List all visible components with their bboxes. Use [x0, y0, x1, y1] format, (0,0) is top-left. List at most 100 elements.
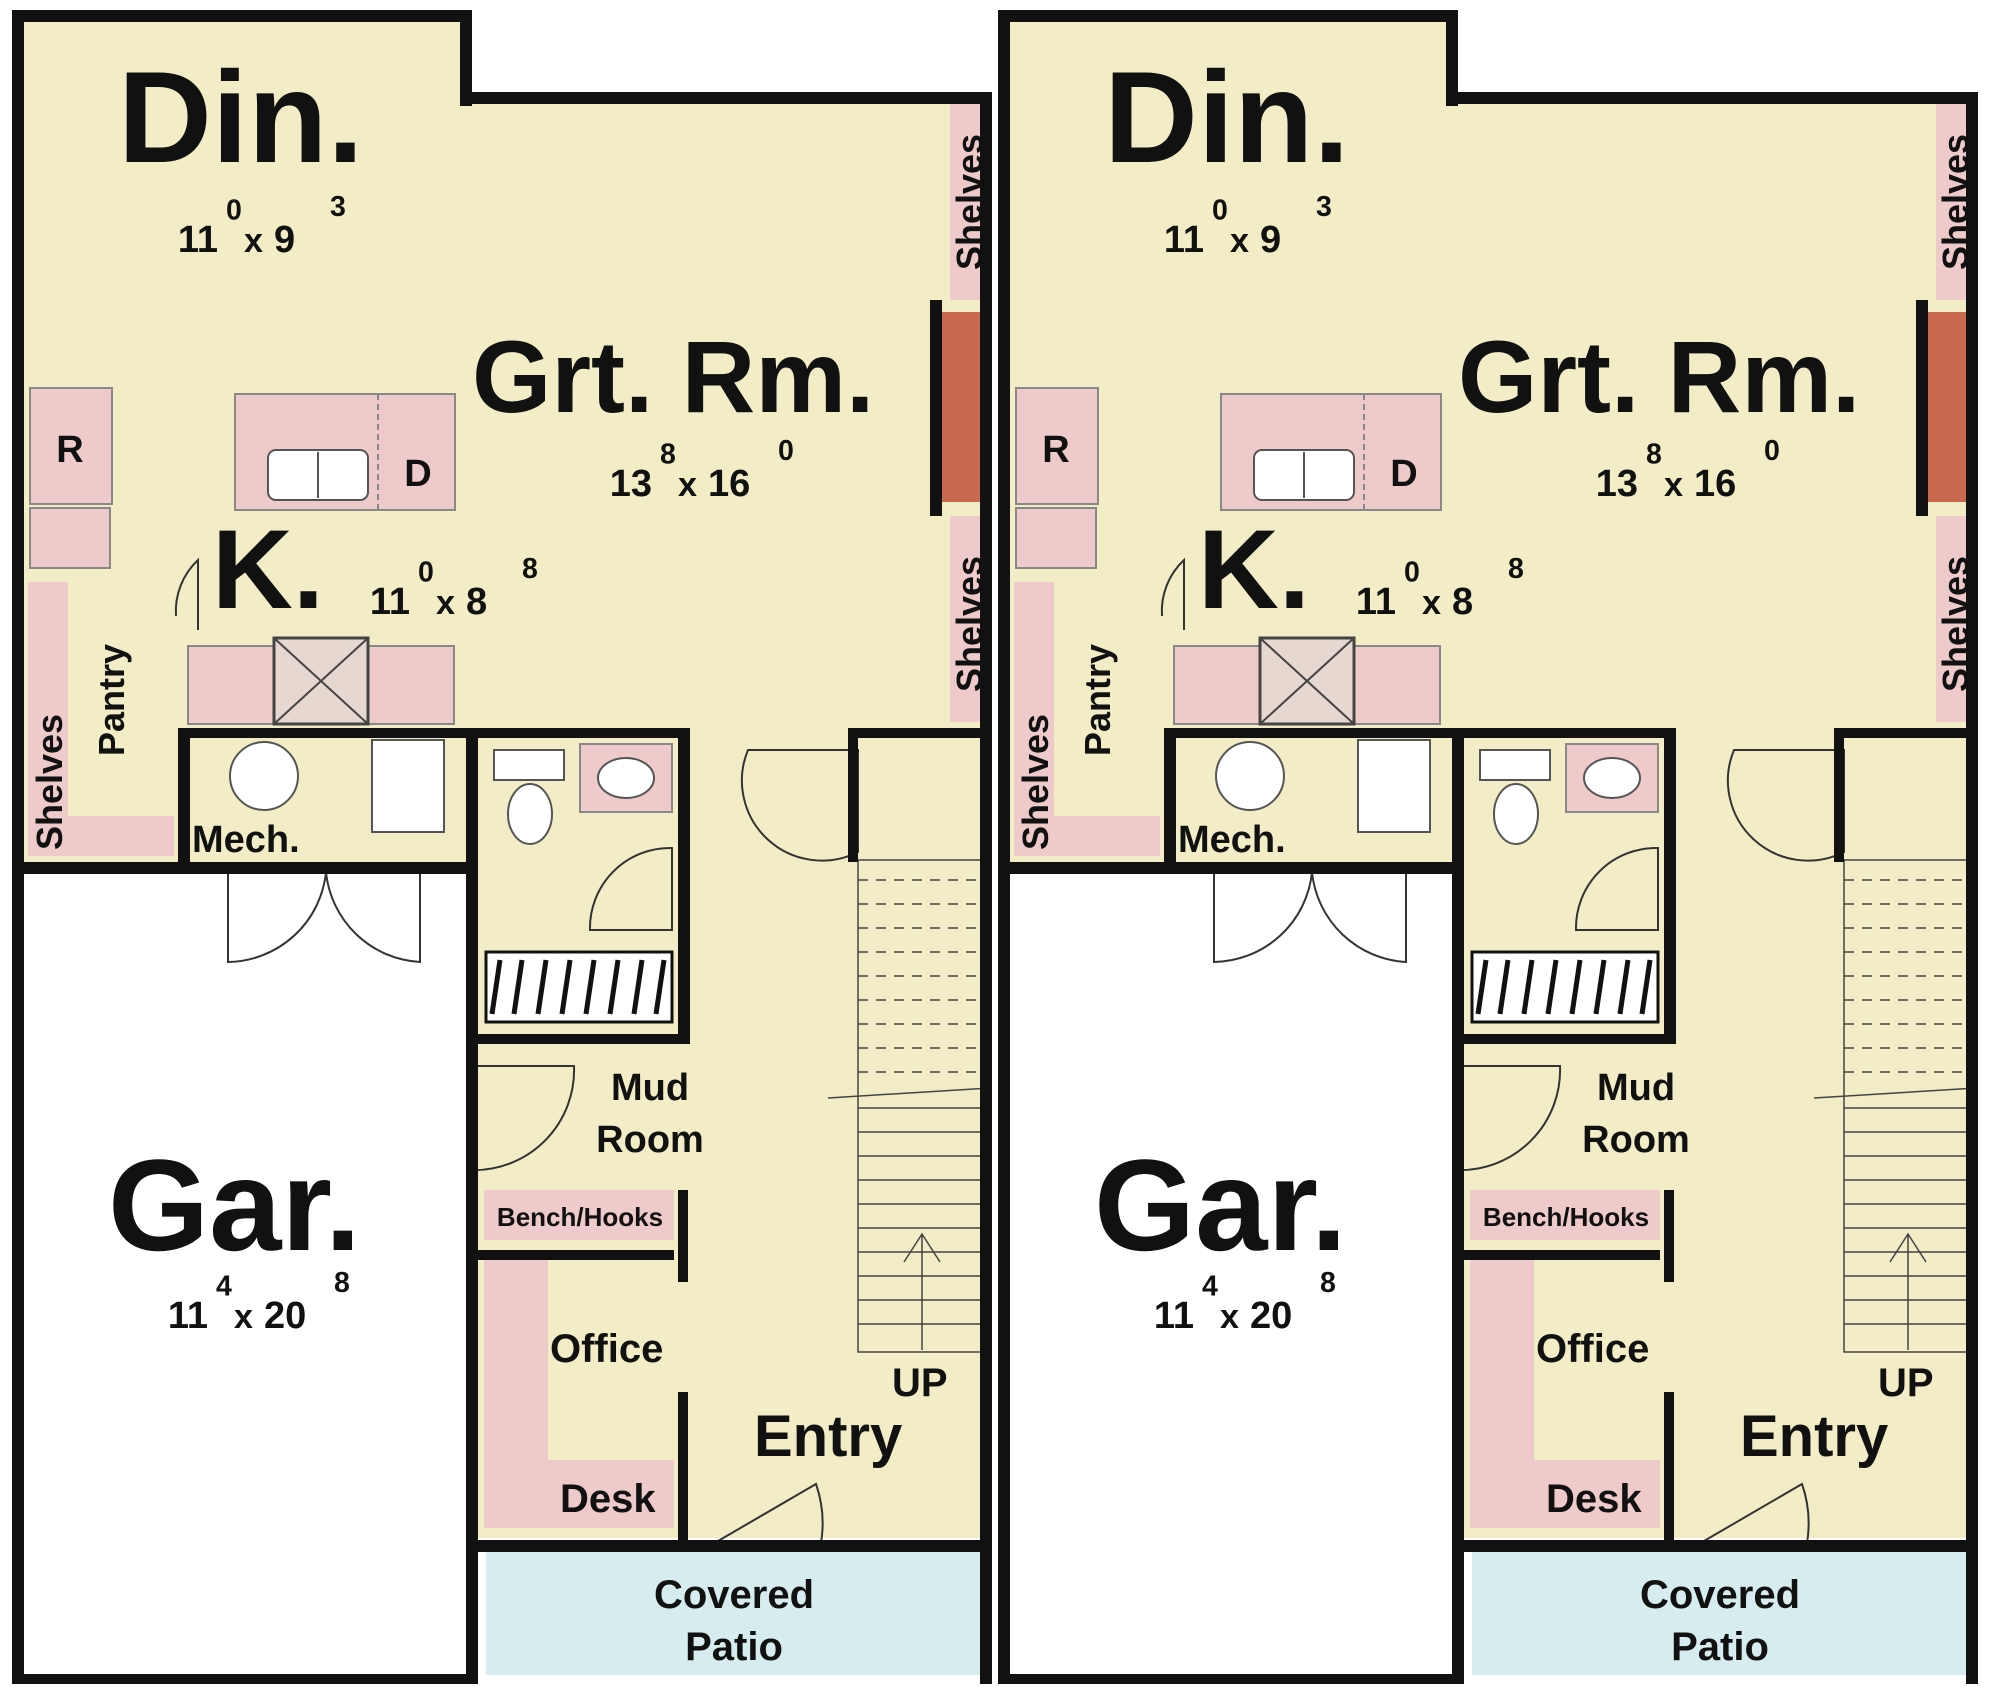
- dining-width-ft: 11: [178, 219, 218, 261]
- dining-depth-in: 3: [1316, 191, 1332, 223]
- dining-width-ft: 11: [1164, 219, 1204, 261]
- dining-label: Din.: [118, 44, 364, 190]
- pantry-bottom: [28, 816, 174, 856]
- kitchen-label: K.: [212, 507, 324, 632]
- office-label: Office: [1536, 1327, 1649, 1371]
- lav-basin: [1583, 757, 1641, 799]
- lavatory: [579, 743, 673, 813]
- fridge: [29, 387, 113, 505]
- covered-patio-label-2: Patio: [1671, 1625, 1769, 1669]
- closet-hangers: [489, 959, 667, 1015]
- garage-label: Gar.: [1094, 1132, 1347, 1278]
- exterior-notch: [1456, 0, 1976, 95]
- pantry-label: Pantry: [1077, 644, 1118, 756]
- stairs-up-label: UP: [1878, 1361, 1934, 1405]
- furnace: [371, 739, 445, 833]
- counter-left: [29, 507, 111, 569]
- fridge: [1015, 387, 1099, 505]
- garage-label: Gar.: [108, 1132, 361, 1278]
- stairs-up-label: UP: [892, 1361, 948, 1405]
- water-heater: [1215, 741, 1285, 811]
- covered-patio-label-2: Patio: [685, 1625, 783, 1669]
- doors: [1160, 557, 1845, 1549]
- great-room-by: x: [1664, 466, 1683, 504]
- kitchen-depth-ft: 8: [466, 581, 487, 623]
- garage-depth-in: 8: [1320, 1267, 1336, 1299]
- dining-label: Din.: [1104, 44, 1350, 190]
- garage-by: x: [1220, 1298, 1239, 1336]
- kitchen-width-ft: 11: [370, 581, 410, 623]
- garage-depth-ft: 20: [264, 1295, 306, 1337]
- water-heater: [229, 741, 299, 811]
- pantry-label: Pantry: [91, 644, 132, 756]
- toilet-bowl: [1493, 783, 1539, 845]
- great-room-depth-in: 0: [778, 435, 794, 467]
- garage-depth-in: 8: [334, 1267, 350, 1299]
- entry-label: Entry: [1740, 1404, 1888, 1469]
- walls: [998, 10, 1978, 1684]
- closet-hangers: [1475, 959, 1653, 1015]
- covered-patio-floor: [486, 1552, 988, 1675]
- kitchen-by: x: [1422, 584, 1441, 622]
- exterior-notch: [470, 0, 990, 95]
- garage-floor: [1008, 868, 1455, 1675]
- pantry-shelves: [28, 582, 68, 854]
- shelves-upper-label: Shelves: [1935, 134, 1976, 270]
- kitchen-depth-in: 8: [1508, 553, 1524, 585]
- shelves-upper-label: Shelves: [949, 134, 990, 270]
- mud-room-label-1: Mud: [611, 1067, 689, 1109]
- office-label: Office: [550, 1327, 663, 1371]
- kitchen-width-ft: 11: [1356, 581, 1396, 623]
- dining-by: x: [244, 222, 263, 260]
- mud-room-label-2: Room: [596, 1119, 704, 1161]
- toilet-tank: [1479, 749, 1551, 781]
- lavatory: [1565, 743, 1659, 813]
- great-room-width-ft: 13: [610, 463, 652, 505]
- covered-patio-floor: [1472, 1552, 1974, 1675]
- shelves-lower-label: Shelves: [1935, 556, 1976, 692]
- garage-width-ft: 11: [1154, 1295, 1194, 1337]
- garage-floor: [22, 868, 469, 1675]
- dishwasher-label: D: [1390, 453, 1417, 495]
- mud-room-label-2: Room: [1582, 1119, 1690, 1161]
- garage-by: x: [234, 1298, 253, 1336]
- bench-hooks-label: Bench/Hooks: [497, 1202, 663, 1232]
- counter-left: [1015, 507, 1097, 569]
- office-desk-bottom: [1470, 1460, 1660, 1528]
- garage-width-in: 4: [216, 1271, 232, 1303]
- garage-depth-ft: 20: [1250, 1295, 1292, 1337]
- dishwasher-label: D: [404, 453, 431, 495]
- desk-label: Desk: [560, 1477, 656, 1521]
- great-room-width-in: 8: [1646, 439, 1662, 471]
- great-room-width-ft: 13: [1596, 463, 1638, 505]
- covered-patio-label-1: Covered: [654, 1573, 814, 1617]
- great-room-label: Grt. Rm.: [472, 320, 874, 434]
- cooktop-x2: [273, 637, 369, 725]
- lav-basin: [597, 757, 655, 799]
- kitchen-width-in: 0: [1404, 557, 1420, 589]
- pantry-shelves-label: Shelves: [1015, 714, 1056, 850]
- dining-depth-ft: 9: [274, 219, 295, 261]
- great-room-depth-ft: 16: [1694, 463, 1736, 505]
- bench-hooks-bench: [1470, 1190, 1660, 1240]
- kitchen-by: x: [436, 584, 455, 622]
- garage-width-in: 4: [1202, 1271, 1218, 1303]
- great-room-depth-ft: 16: [708, 463, 750, 505]
- shelves-lower-label: Shelves: [949, 556, 990, 692]
- dining-by: x: [1230, 222, 1249, 260]
- kitchen-depth-ft: 8: [1452, 581, 1473, 623]
- kitchen-width-in: 0: [418, 557, 434, 589]
- bench-hooks-bench: [484, 1190, 674, 1240]
- garage-width-ft: 11: [168, 1295, 208, 1337]
- pantry-bottom: [1014, 816, 1160, 856]
- great-room-width-in: 8: [660, 439, 676, 471]
- cooktop-x2: [1259, 637, 1355, 725]
- fridge-label: R: [1042, 429, 1069, 471]
- great-room-depth-in: 0: [1764, 435, 1780, 467]
- dining-depth-ft: 9: [1260, 219, 1281, 261]
- dining-width-in: 0: [226, 195, 242, 227]
- fridge-label: R: [56, 429, 83, 471]
- walls: [12, 10, 992, 1684]
